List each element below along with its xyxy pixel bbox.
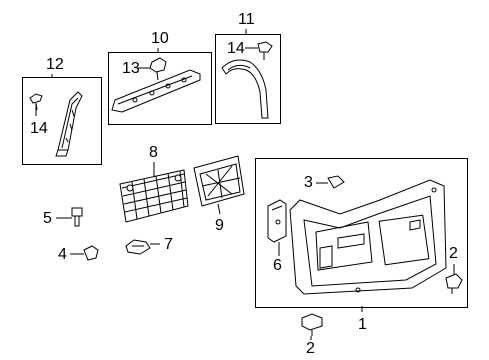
curved-trim-11 (221, 59, 269, 119)
callout-1: 1 (358, 316, 367, 333)
callout-2-bottom: 2 (306, 340, 315, 357)
callout-2-right: 2 (449, 245, 458, 262)
callout-3: 3 (304, 174, 313, 191)
clip-2-bottom (301, 313, 323, 336)
clip-14-right (257, 41, 273, 60)
bolt-5 (71, 207, 83, 227)
callout-13: 13 (122, 60, 140, 77)
net-panel-8 (119, 169, 189, 223)
callout-12: 12 (46, 56, 64, 73)
door-trim-panel-1 (289, 179, 447, 295)
callout-6: 6 (273, 257, 282, 274)
clip-3 (327, 175, 345, 189)
handle-7 (125, 239, 151, 255)
pillar-trim-12 (55, 91, 83, 157)
callout-5: 5 (43, 210, 52, 227)
callout-14-left: 14 (30, 120, 48, 137)
callout-4: 4 (58, 246, 67, 263)
leader-9 (217, 203, 221, 215)
callout-9: 9 (215, 217, 224, 234)
callout-11: 11 (238, 11, 255, 28)
group-box-10 (108, 52, 212, 125)
callout-10: 10 (151, 30, 169, 47)
callout-14-right: 14 (227, 40, 245, 57)
clip-4 (83, 245, 99, 261)
callout-8: 8 (149, 144, 158, 161)
clip-13 (149, 57, 167, 81)
rail-strip-10 (111, 69, 201, 113)
clip-2-right (445, 273, 463, 294)
bracket-6 (267, 199, 287, 243)
callout-7: 7 (164, 236, 173, 253)
group-box-11 (215, 34, 281, 124)
group-box-12 (22, 77, 102, 165)
storage-panel-9 (193, 155, 245, 207)
